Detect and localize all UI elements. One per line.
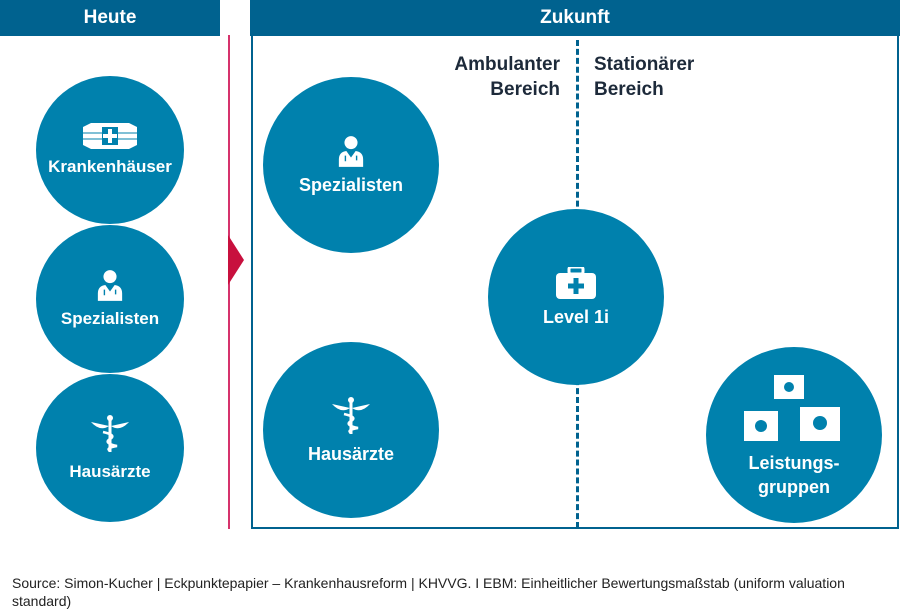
doctor-icon	[96, 269, 124, 301]
source-note: Source: Simon-Kucher | Eckpunktepapier –…	[12, 575, 845, 609]
future-box	[251, 36, 899, 529]
hospital-icon	[83, 123, 137, 149]
caduceus-icon	[90, 414, 130, 454]
future-service-groups: Leistungs- gruppen	[706, 347, 882, 523]
today-title: Heute	[83, 7, 137, 28]
today-header: Heute	[0, 0, 220, 36]
doctor-icon	[337, 135, 365, 167]
hospital-groups-icon	[744, 375, 840, 441]
today-hospitals-label: Krankenhäuser	[48, 157, 172, 176]
future-level1i-label: Level 1i	[542, 306, 610, 327]
arrow-icon	[228, 235, 244, 285]
today-specialists-label: Spezialisten	[60, 309, 160, 328]
future-specialists: Spezialisten	[263, 77, 439, 253]
today-hospitals: Krankenhäuser	[36, 76, 184, 224]
caduceus-icon	[331, 396, 371, 436]
future-gps: Hausärzte	[263, 342, 439, 518]
stationaer-label: Stationärer Bereich	[594, 54, 695, 100]
first-aid-kit-icon	[556, 266, 596, 299]
today-gps-label: Hausärzte	[69, 462, 151, 481]
future-header: Zukunft	[250, 0, 900, 36]
ambulant-label: Ambulanter Bereich	[454, 54, 560, 100]
today-gps: Hausärzte	[36, 374, 184, 522]
future-level1i: Level 1i	[488, 209, 664, 385]
future-title: Zukunft	[540, 7, 610, 28]
future-gps-label: Hausärzte	[307, 443, 395, 464]
future-service-groups-label: Leistungs- gruppen	[748, 453, 840, 497]
future-specialists-label: Spezialisten	[298, 174, 404, 195]
today-specialists: Spezialisten	[36, 225, 184, 373]
